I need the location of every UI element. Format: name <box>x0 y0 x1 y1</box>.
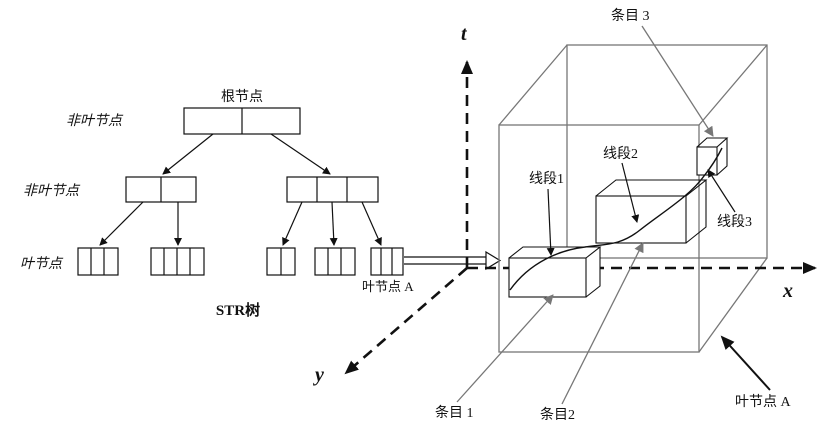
root-node-label: 根节点 <box>221 89 263 105</box>
nonleaf-level-label-2: 非叶节点 <box>23 183 81 199</box>
entry-3-label: 条目 3 <box>611 7 650 24</box>
leaf-node-4 <box>315 248 355 275</box>
tree-edges <box>100 134 381 245</box>
leaf-node-a <box>371 248 403 275</box>
entry-2-label: 条目2 <box>540 406 575 423</box>
leaf-node-1 <box>78 248 118 275</box>
axis-t-label: t <box>461 23 468 45</box>
entry-1-label: 条目 1 <box>435 404 474 421</box>
leaf-a-link-arrow <box>404 252 500 269</box>
entry-box-3 <box>697 138 727 175</box>
segment-1-label: 线段1 <box>529 171 564 187</box>
nonleaf-node-right <box>287 177 378 202</box>
root-node <box>184 108 300 134</box>
segment-1-pointer <box>548 189 551 255</box>
leaf-node-a-pointer <box>722 337 770 390</box>
segment-3-pointer <box>708 170 735 212</box>
axis-y-label: y <box>313 364 324 386</box>
leaf-node-a-space-label: 叶节点 A <box>735 394 791 410</box>
entry-1-pointer <box>457 295 553 402</box>
nonleaf-level-label-1: 非叶节点 <box>66 113 124 129</box>
tree-caption: STR树 <box>216 301 260 319</box>
segment-3-label: 线段3 <box>717 214 752 230</box>
segment-2-label: 线段2 <box>603 146 638 162</box>
str-tree <box>78 108 500 275</box>
leaf-a-tree-label: 叶节点 A <box>362 279 414 294</box>
leaf-node-2 <box>151 248 204 275</box>
entry-box-2 <box>596 180 706 243</box>
leaf-node-3 <box>267 248 295 275</box>
axis-x-label: x <box>782 280 793 302</box>
entry-3-pointer <box>642 26 713 136</box>
leaf-level-label: 叶节点 <box>20 256 64 272</box>
nonleaf-node-left <box>126 177 196 202</box>
